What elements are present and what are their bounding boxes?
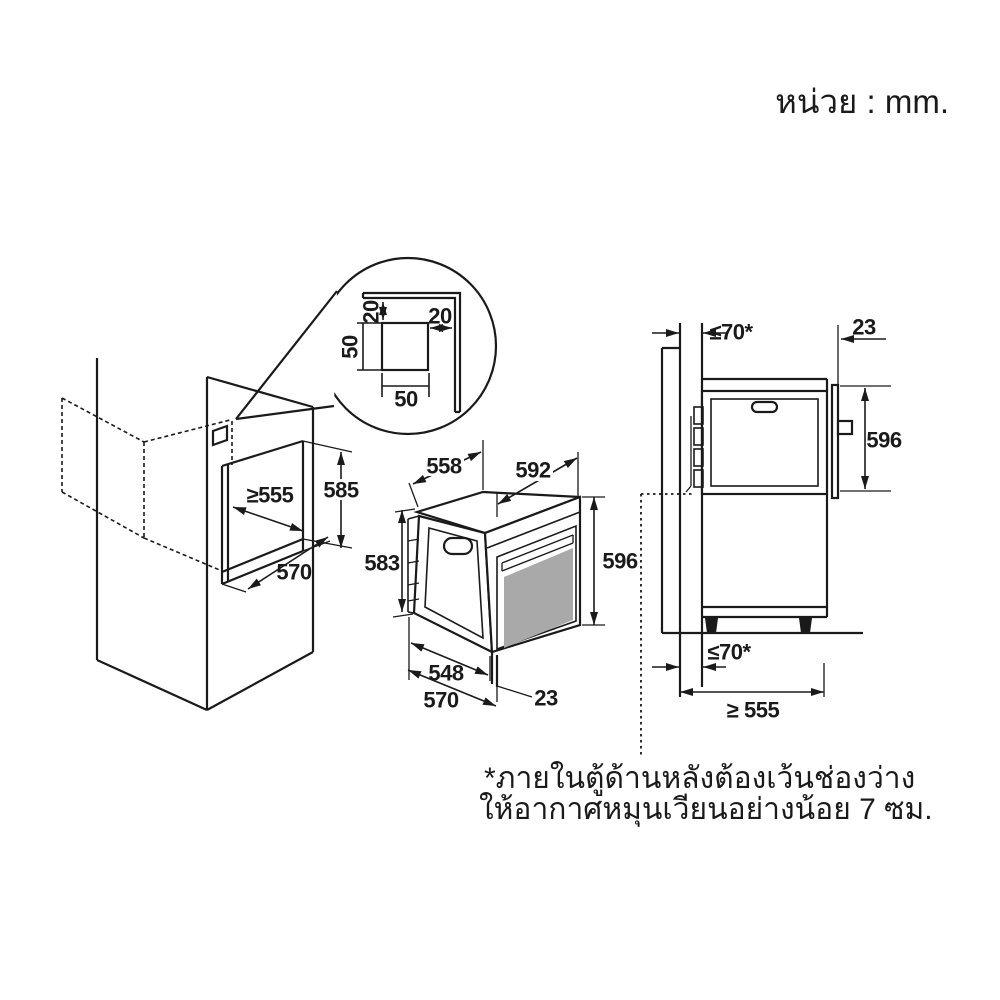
back-tab-1	[693, 406, 704, 425]
oven-3d-view: 23 558 592 583 596 548 570	[364, 440, 638, 713]
oven-side-height-label: 583	[364, 551, 399, 576]
cabinet-niche-depth-label: ≥555	[247, 483, 294, 508]
footnote-line-1: *ภายในตู้ด้านหลังต้องเว้นช่องว่าง	[484, 761, 915, 796]
side-min-depth-label: ≥ 555	[727, 698, 780, 723]
vent-hole-square	[380, 321, 430, 372]
detail-gap-right-label: 20	[428, 304, 452, 329]
side-oven-height-label: 596	[866, 428, 901, 453]
corner-profile	[361, 291, 462, 414]
detail-hole-height-label: 50	[338, 335, 363, 359]
back-tab-3	[693, 448, 704, 467]
side-section-view: ≤70* 23 596 ≤70* ≥ 555	[640, 315, 902, 757]
side-bottom-back-gap-label: ≤70*	[707, 640, 751, 665]
rear-wall	[660, 346, 680, 633]
oven-top-depth-label: 558	[426, 454, 461, 479]
cabinet-niche-height-label: 585	[323, 478, 358, 503]
oven-body-side-inset	[710, 398, 819, 487]
back-tab-2	[693, 427, 704, 446]
detail-gap-top-label: 20	[359, 300, 384, 324]
side-door-proud-label: 23	[852, 315, 876, 340]
detail-hole-width-label: 50	[394, 387, 418, 412]
oven-door-slab	[830, 383, 840, 500]
vent-cutout-square	[211, 424, 229, 447]
worktop-line	[702, 377, 829, 391]
niche-cavity-hidden-lines	[61, 397, 233, 572]
oven-front-height-label: 596	[602, 549, 637, 574]
oven-door-glass	[504, 548, 573, 648]
oven-back-strip	[407, 515, 420, 614]
oven-door-proud-label: 23	[534, 686, 558, 711]
back-tab-4	[693, 469, 704, 488]
oven-body-depth-label: 548	[428, 661, 463, 686]
unit-label: หน่วย : mm.	[775, 83, 949, 120]
door-vent-slot	[501, 534, 574, 572]
vent-detail-circle: 20 20 50 50	[235, 256, 498, 436]
oven-back-strip-tabs	[407, 538, 420, 602]
side-grip-cutout	[750, 400, 779, 414]
callout-leader-lines	[235, 290, 338, 421]
cabinet-foot-right	[799, 618, 812, 633]
control-knob	[836, 419, 854, 436]
cabinet-outline	[95, 358, 315, 712]
cabinet-foot-left	[705, 618, 718, 633]
oven-total-depth-label: 570	[423, 688, 458, 713]
control-panel-band	[486, 511, 581, 549]
oven-side-grip-cutout	[442, 536, 474, 556]
note-reference-dotted-line	[640, 493, 692, 757]
oven-door-frame	[496, 524, 577, 651]
oven-front-width-label: 592	[515, 458, 550, 483]
ventilation-footnote: *ภายในตู้ด้านหลังต้องเว้นช่องว่าง ให้อาก…	[479, 761, 933, 828]
mounting-bracket	[685, 416, 692, 493]
housing-cabinet-view: ≥555 585 570	[61, 358, 361, 712]
oven-side-inset-panel	[424, 526, 484, 640]
footnote-line-2: ให้อากาศหมุนเวียนอย่างน้อย 7 ซม.	[479, 792, 933, 828]
side-top-back-gap-label: ≤70*	[709, 320, 753, 345]
base-cabinet	[702, 494, 829, 619]
cabinet-bottom-depth-label: 570	[276, 560, 311, 585]
